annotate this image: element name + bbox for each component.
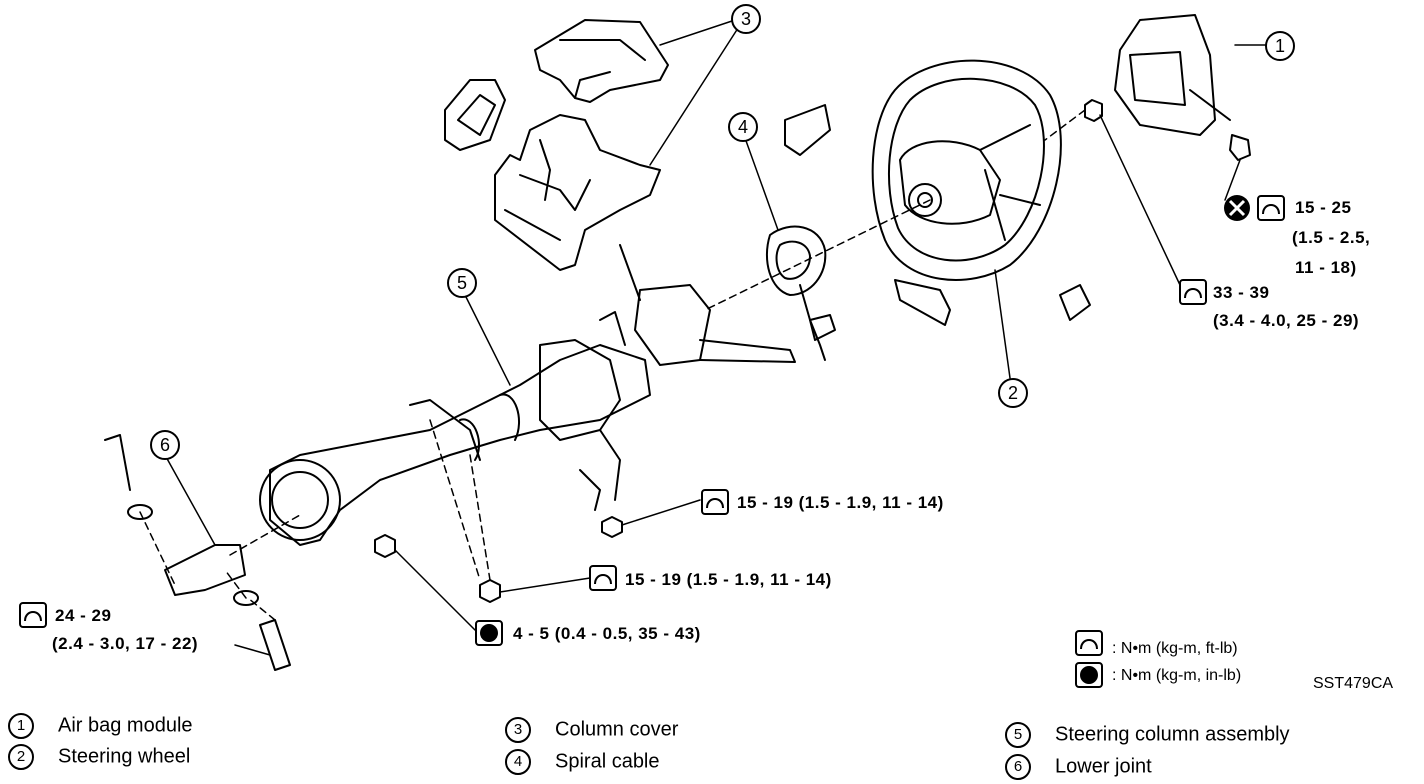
callout-lower-joint: 6 — [150, 430, 180, 460]
legend-label: Lower joint — [1055, 755, 1152, 778]
torque-wrench-icon — [19, 279, 1207, 656]
air-bag-module — [1114, 14, 1251, 161]
legend-label: Air bag module — [58, 714, 193, 737]
figure-code: SST479CA — [1313, 675, 1394, 692]
torque-wheel-nut-1: 33 - 39 — [1213, 283, 1270, 302]
spiral-cable — [765, 225, 836, 361]
callout-air-bag-module: 1 — [1265, 31, 1295, 61]
torque-column-nut-upper: 15 - 19 (1.5 - 1.9, 11 - 14) — [737, 493, 944, 512]
legend-number: 3 — [505, 717, 531, 743]
torque-airbag-bolt-1: 15 - 25 — [1295, 198, 1352, 217]
trim-piece — [784, 104, 831, 156]
torque-wrench-icon — [1257, 195, 1285, 221]
steering-wheel — [871, 59, 1062, 281]
column-cover-upper — [534, 19, 669, 103]
steering-wheel-nut — [1084, 99, 1103, 122]
wheel-trim-right — [1059, 284, 1091, 321]
torque-wheel-nut-2: (3.4 - 4.0, 25 - 29) — [1213, 311, 1360, 330]
do-not-reuse-icon — [1224, 195, 1250, 221]
torque-small-nut: 4 - 5 (0.4 - 0.5, 35 - 43) — [513, 624, 701, 643]
column-nut-upper — [601, 516, 623, 538]
key-nm-ftlb: : N•m (kg-m, ft-lb) — [1112, 640, 1238, 657]
torque-joint-bolt-1: 24 - 29 — [55, 606, 112, 625]
torque-airbag-bolt-3: 11 - 18) — [1295, 258, 1357, 277]
torque-airbag-bolt-2: (1.5 - 2.5, — [1292, 228, 1371, 247]
legend-number: 6 — [1005, 754, 1031, 780]
legend-item-spiral-cable: 4 Spiral cable — [505, 749, 660, 775]
legend-number: 5 — [1005, 722, 1031, 748]
legend-label: Steering wheel — [58, 745, 191, 768]
legend-label: Column cover — [555, 718, 679, 741]
combination-switch — [599, 244, 796, 366]
small-nut — [374, 534, 396, 558]
callout-spiral-cable: 4 — [728, 112, 758, 142]
key-nm-inlb: : N•m (kg-m, in-lb) — [1112, 667, 1242, 684]
legend-number: 2 — [8, 744, 34, 770]
legend-item-lower-joint: 6 Lower joint — [1005, 754, 1152, 780]
torque-joint-bolt-2: (2.4 - 3.0, 17 - 22) — [52, 634, 199, 653]
legend-item-steering-wheel: 2 Steering wheel — [8, 744, 190, 770]
torque-column-nut-lower: 15 - 19 (1.5 - 1.9, 11 - 14) — [625, 570, 832, 589]
column-cover-lower — [494, 114, 661, 271]
callout-steering-wheel: 2 — [998, 378, 1028, 408]
legend-number: 4 — [505, 749, 531, 775]
legend-label: Spiral cable — [555, 750, 660, 773]
callout-steering-column: 5 — [447, 268, 477, 298]
legend-number: 1 — [8, 713, 34, 739]
steering-column — [259, 339, 651, 546]
legend-item-air-bag-module: 1 Air bag module — [8, 713, 193, 739]
legend-item-steering-column-assembly: 5 Steering column assembly — [1005, 722, 1290, 748]
callout-column-cover: 3 — [731, 4, 761, 34]
column-cover-side — [444, 79, 506, 151]
column-nut-lower — [479, 579, 501, 603]
torque-wrench-filled-icon — [475, 620, 1103, 688]
wheel-trim-left — [894, 279, 951, 326]
legend-label: Steering column assembly — [1055, 723, 1290, 746]
legend-item-column-cover: 3 Column cover — [505, 717, 678, 743]
